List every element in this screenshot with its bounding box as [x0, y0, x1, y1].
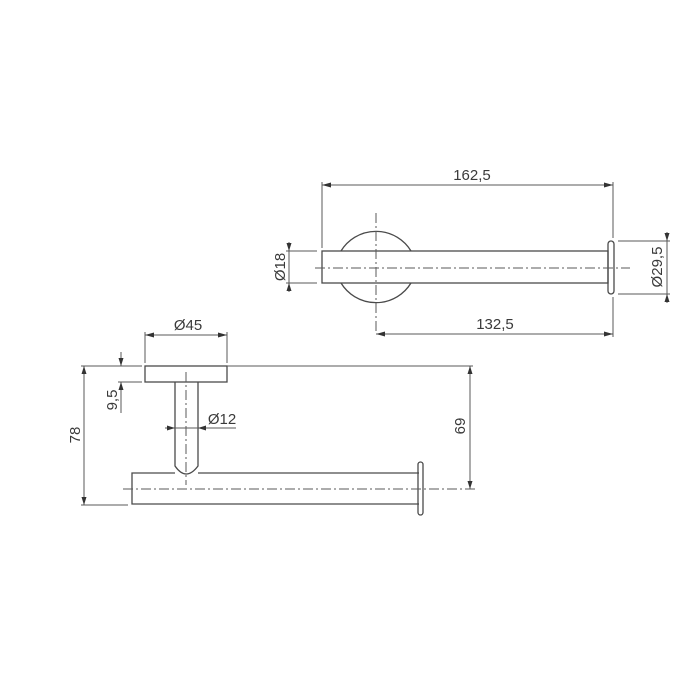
- arrow-icon: [118, 358, 124, 366]
- dim-rosette-diameter-label: Ø45: [174, 317, 202, 334]
- dim-overall-height-label: 78: [67, 427, 84, 444]
- arrow-icon: [198, 425, 206, 431]
- arrow-icon: [664, 233, 670, 241]
- dim-bar-diameter-label: Ø18: [272, 253, 289, 281]
- arrow-icon: [145, 332, 154, 338]
- arrow-icon: [167, 425, 175, 431]
- arrow-icon: [118, 382, 124, 390]
- side-view: Ø45 9,5 Ø12 78 69: [67, 317, 475, 516]
- dim-axis-height-label: 69: [452, 418, 469, 435]
- arrow-icon: [286, 283, 292, 291]
- arrow-icon: [322, 182, 331, 188]
- dim-projection-label: 132,5: [476, 316, 514, 333]
- arrow-icon: [81, 366, 87, 374]
- rosette-arc-bottom: [340, 282, 412, 304]
- top-bar: [321, 250, 609, 284]
- arrow-icon: [467, 481, 473, 489]
- arrow-icon: [604, 182, 613, 188]
- dim-overall-length-label: 162,5: [453, 167, 491, 184]
- arrow-icon: [664, 294, 670, 302]
- arrow-icon: [376, 331, 385, 337]
- arrow-icon: [467, 366, 473, 374]
- dim-cap-diameter-label: Ø29,5: [649, 247, 666, 288]
- stem: [174, 382, 199, 475]
- arrow-icon: [218, 332, 227, 338]
- arrow-icon: [286, 243, 292, 251]
- arrow-icon: [81, 497, 87, 505]
- dim-rosette-thickness-label: 9,5: [104, 390, 121, 411]
- arrow-icon: [604, 331, 613, 337]
- top-view: 162,5 132,5 Ø18 Ø29,5: [272, 167, 670, 337]
- dim-stem-diameter-label: Ø12: [208, 411, 236, 428]
